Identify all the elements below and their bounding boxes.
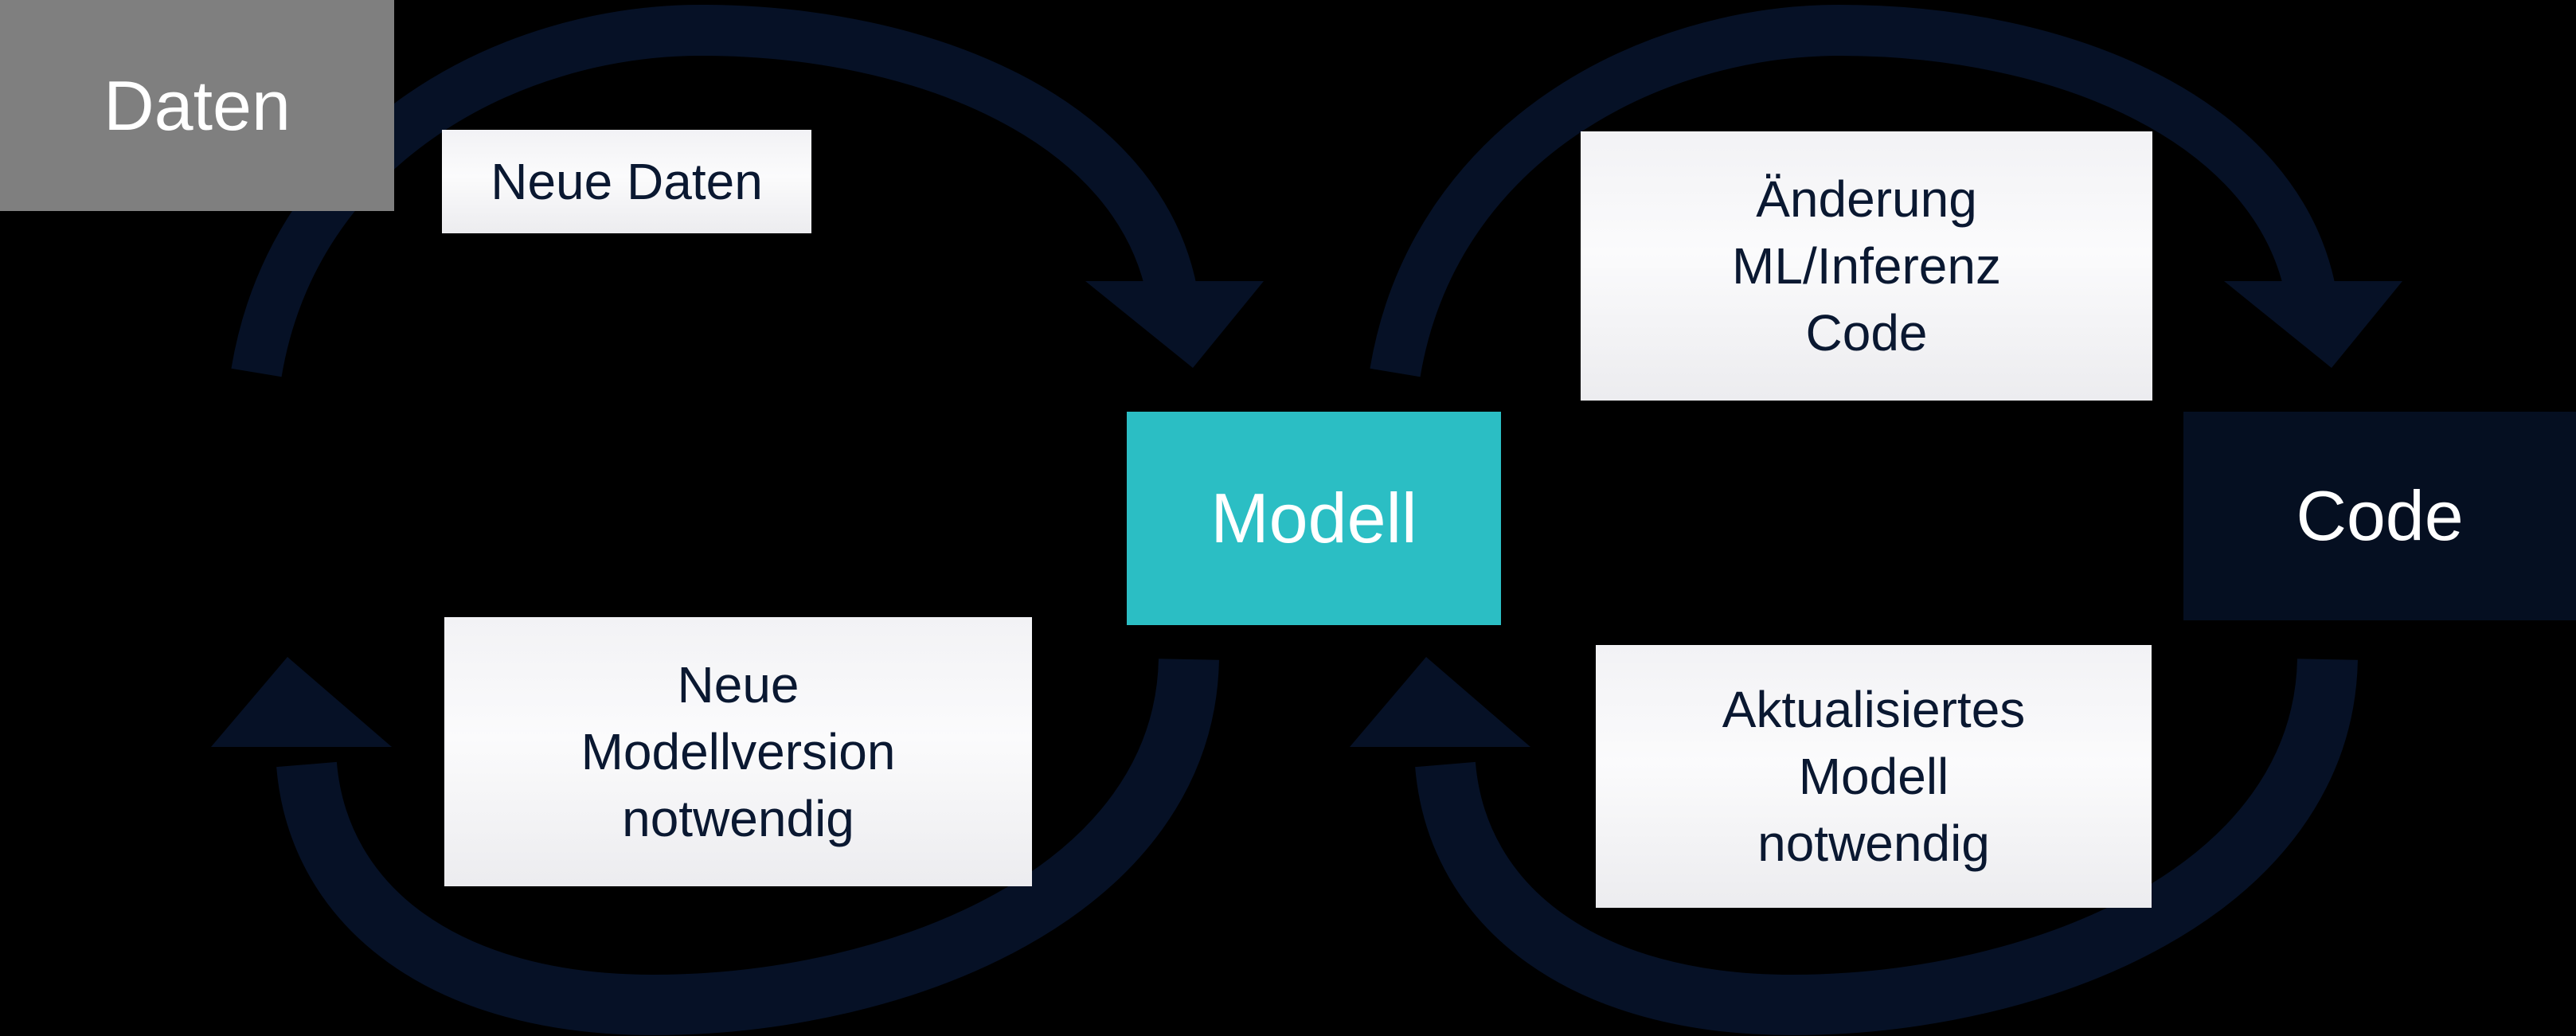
- label-aenderung-line: ML/Inferenz: [1732, 237, 2001, 295]
- node-modell: Modell: [1127, 412, 1501, 625]
- label-aenderung-ml-inferenz-code: Änderung ML/Inferenz Code: [1581, 131, 2152, 401]
- node-modell-label: Modell: [1210, 479, 1417, 557]
- node-code: Code: [2183, 412, 2576, 620]
- label-neue-daten: Neue Daten: [442, 130, 811, 233]
- label-neue-modellversion-line: notwendig: [622, 790, 854, 847]
- label-neue-modellversion-notwendig: Neue Modellversion notwendig: [444, 617, 1032, 886]
- node-daten: Daten: [0, 0, 394, 211]
- label-aenderung-line: Code: [1805, 304, 1928, 362]
- label-aktualisiertes-line: notwendig: [1757, 815, 1990, 872]
- label-neue-modellversion-line: Modellversion: [580, 723, 896, 780]
- label-aenderung-line: Änderung: [1756, 170, 1977, 228]
- code-to-modell-arrow-arc-icon: [1415, 658, 2358, 1036]
- daten-to-modell-arrowhead-icon: [1085, 281, 1264, 368]
- code-to-modell-arrowhead-icon: [1350, 657, 1530, 747]
- modell-to-code-arrowhead-icon: [2224, 281, 2402, 368]
- label-aktualisiertes-modell-notwendig: Aktualisiertes Modell notwendig: [1596, 645, 2152, 908]
- modell-to-daten-arrowhead-icon: [211, 657, 392, 747]
- label-neue-daten-line: Neue Daten: [491, 153, 763, 210]
- modell-to-code-arrow-arc-icon: [1370, 4, 2336, 377]
- label-aktualisiertes-line: Aktualisiertes: [1722, 681, 2026, 738]
- label-neue-modellversion-line: Neue: [677, 656, 799, 713]
- node-daten-label: Daten: [104, 65, 291, 145]
- label-aktualisiertes-line: Modell: [1798, 748, 1949, 805]
- node-code-label: Code: [2296, 476, 2464, 555]
- modell-to-daten-arrow-arc-icon: [276, 658, 1219, 1036]
